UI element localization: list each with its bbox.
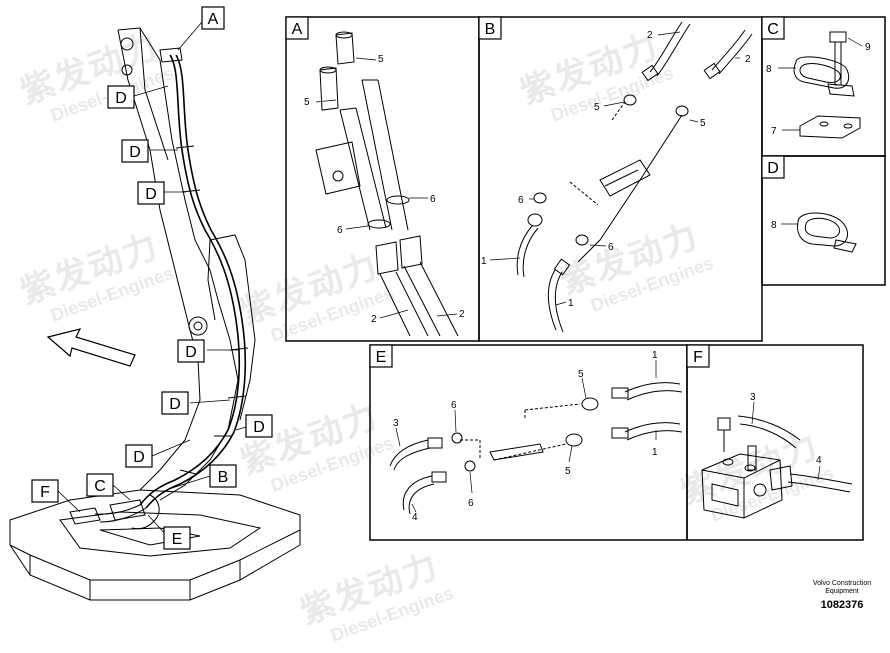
publisher-division: Equipment: [825, 588, 859, 595]
callout-F: F: [31, 479, 59, 503]
callout-label: D: [115, 90, 127, 107]
part-label: 5: [594, 102, 600, 113]
callout-D: D: [137, 181, 165, 205]
panel-title: B: [485, 21, 496, 38]
callout-D: D: [245, 414, 273, 438]
panel-E: E: [369, 344, 688, 541]
part-label: 6: [430, 194, 436, 205]
parts-diagram: A D D D D D D D B C F E: [9, 6, 886, 601]
machine-overview: [9, 27, 301, 601]
callout-label: A: [208, 11, 219, 28]
part-label: 4: [412, 512, 418, 523]
callout-label: D: [169, 396, 181, 413]
part-number: 1082376: [820, 599, 864, 611]
panel-B: B: [478, 16, 763, 342]
panel-title: D: [767, 160, 779, 177]
part-label: 5: [304, 97, 310, 108]
callout-leaders: [57, 21, 247, 538]
callout-label: D: [185, 344, 197, 361]
part-label: 6: [518, 195, 524, 206]
callout-C: C: [86, 473, 114, 497]
callout-B: B: [209, 464, 237, 488]
callout-D: D: [177, 339, 205, 363]
part-label: 3: [393, 418, 399, 429]
callout-D: D: [107, 85, 135, 109]
part-label: 5: [578, 369, 584, 380]
part-label: 1: [481, 256, 487, 267]
callout-label: F: [40, 484, 50, 501]
part-label: 3: [750, 392, 756, 403]
part-label: 7: [771, 126, 777, 137]
part-label: 2: [459, 309, 465, 320]
publisher-name: Volvo Construction: [812, 580, 872, 587]
publisher-footer: Volvo Construction Equipment 1082376: [800, 580, 884, 611]
callout-label: B: [218, 469, 229, 486]
part-label: 1: [652, 350, 658, 361]
part-label: 6: [451, 400, 457, 411]
part-label: 8: [771, 220, 777, 231]
panel-A: A 5 5: [285, 16, 480, 342]
part-label: 2: [371, 314, 377, 325]
callout-D: D: [121, 139, 149, 163]
part-label: 2: [647, 30, 653, 41]
callout-label: D: [129, 144, 141, 161]
panel-F: F 3 4: [686, 344, 864, 541]
panel-title: E: [376, 349, 387, 366]
callout-label: D: [145, 186, 157, 203]
part-label: 5: [700, 118, 706, 129]
callout-E: E: [163, 526, 191, 550]
callout-label: C: [94, 478, 106, 495]
part-label: 1: [568, 298, 574, 309]
part-label: 9: [865, 42, 871, 53]
callout-A: A: [201, 6, 225, 30]
panel-C: C 9 8 7: [761, 16, 886, 157]
panel-title: F: [693, 349, 703, 366]
part-label: 2: [745, 54, 751, 65]
part-label: 6: [468, 498, 474, 509]
part-label: 6: [337, 225, 343, 236]
part-label: 5: [565, 466, 571, 477]
callout-label: D: [133, 449, 145, 466]
part-label: 4: [816, 455, 822, 466]
part-label: 6: [608, 242, 614, 253]
callout-D: D: [125, 444, 153, 468]
part-label: 8: [766, 64, 772, 75]
direction-arrow: [46, 328, 136, 367]
part-label: 1: [652, 447, 658, 458]
panel-title: C: [767, 21, 779, 38]
part-label: 5: [378, 54, 384, 65]
callout-label: E: [172, 531, 183, 548]
panel-D: D 8: [761, 155, 886, 286]
callout-D: D: [161, 391, 189, 415]
callout-label: D: [253, 419, 265, 436]
panel-title: A: [292, 21, 303, 38]
